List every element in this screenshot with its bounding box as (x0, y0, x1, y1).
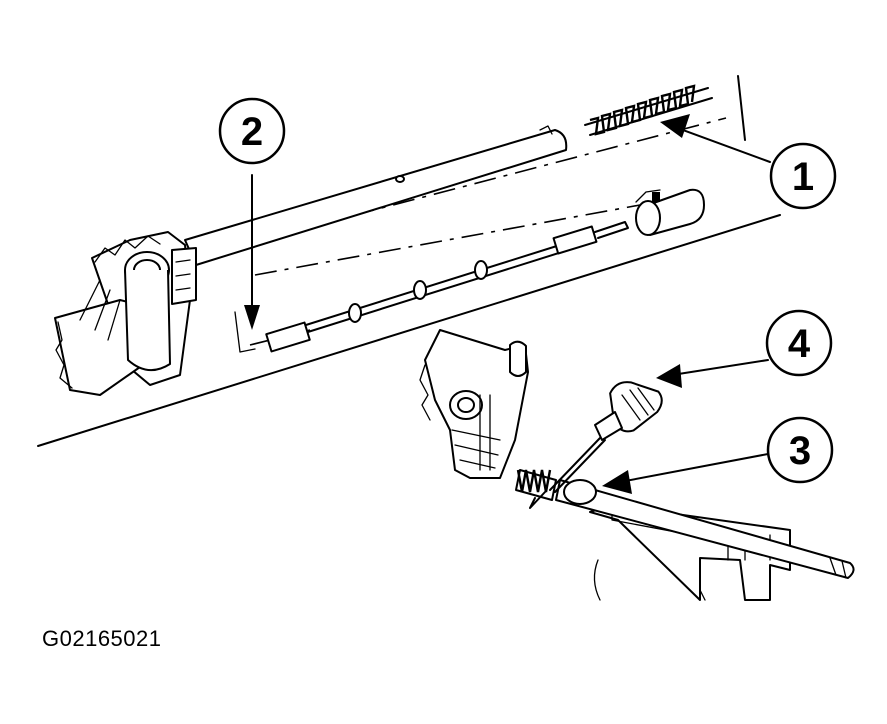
leader-lines (244, 114, 771, 494)
callout-1: 1 (769, 142, 837, 210)
callout-1-number: 1 (792, 155, 814, 199)
callout-2-number: 2 (241, 110, 263, 154)
figure-id-label: G02165021 (42, 626, 162, 651)
spring (584, 84, 713, 136)
split-bushing (635, 188, 705, 236)
right-lever-housing (419, 329, 529, 479)
screwdriver (549, 381, 663, 493)
callout-3-number: 3 (789, 429, 811, 473)
shaft-in-vise (515, 469, 855, 579)
left-lever-housing (54, 231, 197, 396)
callout-4: 4 (765, 309, 833, 377)
outer-shaft-tube (184, 125, 568, 266)
callout-3: 3 (766, 416, 834, 484)
callout-2: 2 (218, 97, 286, 165)
ground-plane-lines (37, 75, 781, 447)
inner-rod (265, 221, 629, 353)
callout-4-number: 4 (788, 322, 811, 366)
